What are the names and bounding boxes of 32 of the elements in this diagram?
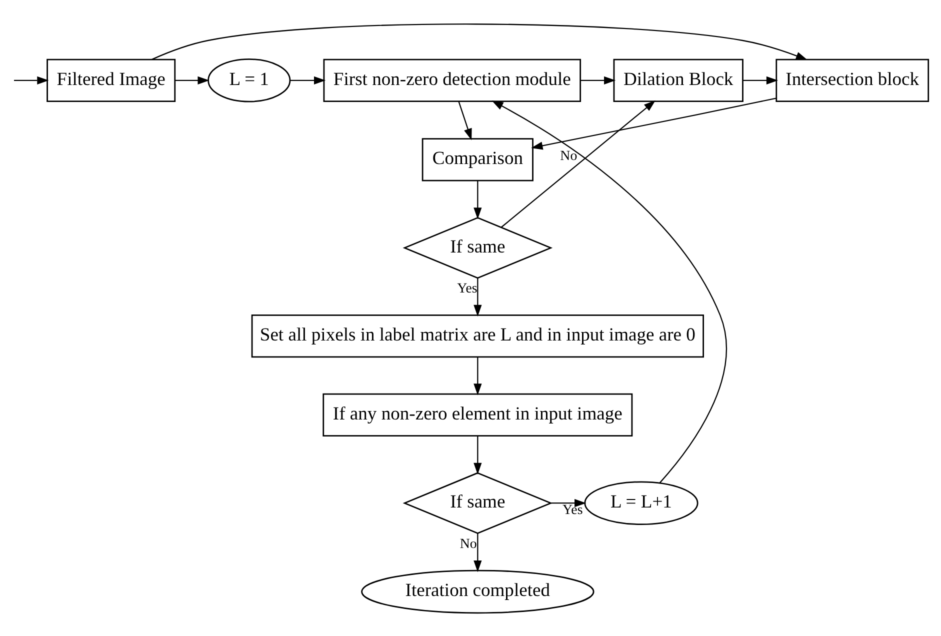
arrow	[491, 100, 726, 483]
node-box: First non-zero detection module	[322, 58, 581, 102]
arrow	[550, 498, 586, 507]
arrow	[500, 100, 656, 228]
edge-label: No	[459, 536, 476, 552]
arrow	[473, 278, 482, 316]
node-diamond: If same	[402, 472, 552, 534]
arrow	[151, 23, 808, 60]
node-diamond: If same	[402, 216, 552, 278]
arrow	[530, 97, 776, 150]
arrow	[473, 180, 482, 219]
edge-label: Yes	[562, 502, 582, 518]
node-ellipse: L = 1	[207, 58, 290, 102]
edge-label: No	[560, 148, 577, 164]
node-box: Set all pixels in label matrix are L and in input image are 0	[250, 314, 704, 358]
arrow	[473, 532, 482, 572]
arrow	[580, 76, 616, 84]
node-box: Comparison	[421, 138, 533, 181]
node-ellipse: L = L+1	[584, 480, 698, 524]
arrow	[473, 436, 482, 474]
arrow	[742, 76, 778, 84]
edge-label: Yes	[456, 280, 477, 296]
node-box: Dilation Block	[612, 58, 743, 102]
node-box: Filtered Image	[46, 58, 176, 102]
arrow	[458, 100, 472, 140]
node-box: If any non-zero element in input image	[322, 392, 632, 436]
arrow	[174, 76, 209, 84]
arrow	[290, 76, 326, 84]
arrow	[14, 76, 48, 84]
node-ellipse: Iteration completed	[360, 569, 594, 614]
arrow	[473, 356, 482, 395]
node-box: Intersection block	[775, 58, 929, 102]
